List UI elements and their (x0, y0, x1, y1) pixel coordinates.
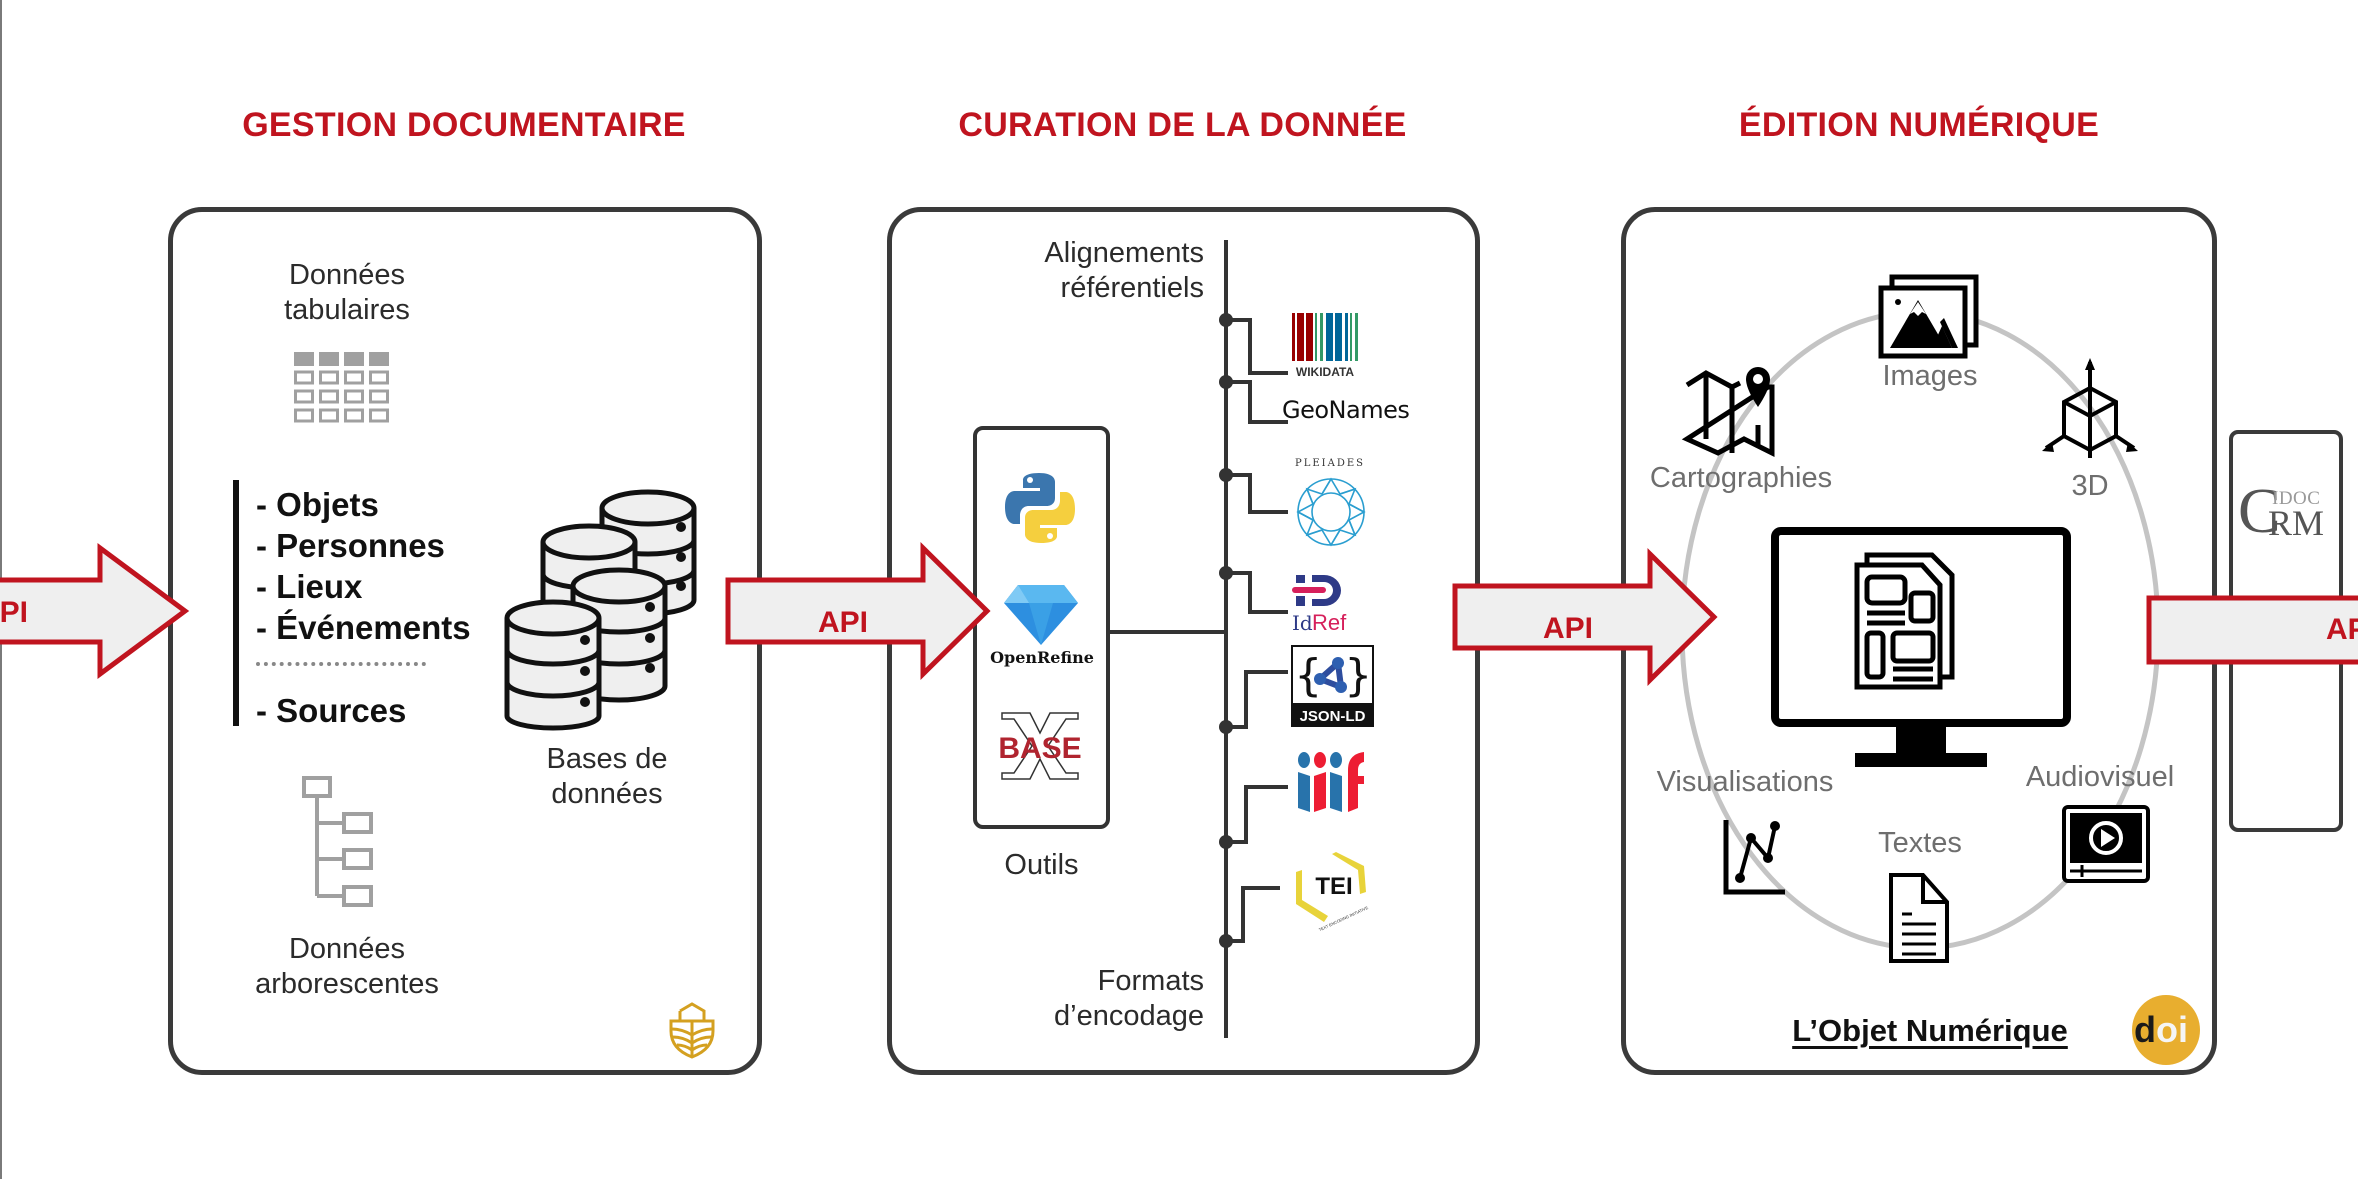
svg-text:}: } (1345, 650, 1372, 701)
textes-label: Textes (1878, 827, 1962, 859)
wikidata-barcode-logo[interactable]: WIKIDATA (1292, 313, 1370, 379)
alignments-label: Alignements référentiels (960, 236, 1204, 306)
text-document-icon (1889, 873, 1949, 963)
images-label: Images (1882, 360, 1978, 392)
tree-hierarchy-icon (302, 776, 373, 907)
iiif-logo[interactable] (1298, 750, 1368, 816)
tree-data-label: Données arborescentes (207, 932, 487, 1002)
database-stack-icon (504, 489, 697, 731)
cube-3d-icon (2042, 358, 2138, 458)
cidoc-crm-logo: C IDOC RM (2238, 475, 2338, 546)
databases-label: Bases de données (507, 742, 707, 812)
section-title-gestion: GESTION DOCUMENTAIRE (242, 106, 686, 144)
encoding-formats-label: Formats d’encodage (960, 964, 1204, 1034)
json-ld-text: JSON-LD (1300, 708, 1366, 725)
tree-label-line1: Données (288, 933, 406, 965)
api-arrow-4 (2146, 595, 2358, 665)
tabular-label-line1: Données (288, 259, 406, 291)
line-chart-icon (1723, 820, 1785, 895)
svg-text:oi: oi (2156, 1009, 2188, 1050)
digital-object-title: L’Objet Numérique (1792, 1013, 2068, 1048)
section-title-curation: CURATION DE LA DONNÉE (958, 106, 1407, 144)
tabular-label-line2: tabulaires (284, 294, 410, 326)
wikidata-text: WIKIDATA (1296, 365, 1355, 379)
api-label: API (0, 596, 29, 629)
dotted-separator (256, 662, 426, 668)
tei-logo[interactable]: TEI TEXT ENCODING INITIATIVE (1294, 852, 1376, 936)
entity-list: - Objets - Personnes - Lieux - Événement… (256, 484, 471, 731)
api-arrow-2 (725, 542, 991, 680)
alignments-label-line1: Alignements (1044, 237, 1204, 269)
monitor-document-icon (1771, 527, 2071, 767)
crm-logo-rm: RM (2268, 503, 2325, 543)
svg-text:TEI: TEI (1315, 873, 1352, 900)
svg-text:d: d (2134, 1009, 2156, 1050)
geonames-text: GeoNames (1282, 396, 1410, 424)
svg-text:Id: Id (1292, 611, 1313, 635)
entity-item: - Événements (256, 609, 471, 646)
entity-item: - Objets (256, 486, 379, 523)
visualisations-label: Visualisations (1656, 766, 1834, 798)
databases-label-line1: Bases de (546, 743, 668, 775)
audiovisuel-label: Audiovisuel (2025, 761, 2175, 793)
idref-logo[interactable]: Id Ref (1292, 574, 1352, 635)
entity-item: - Personnes (256, 527, 445, 564)
tools-label: Outils (1004, 849, 1079, 881)
entity-list-bar (233, 480, 239, 726)
openrefine-label: OpenRefine (990, 648, 1094, 667)
map-pin-icon (1681, 367, 1775, 458)
geonames-logo[interactable]: GeoNames (1282, 396, 1420, 424)
section-title-edition: ÉDITION NUMÉRIQUE (1738, 106, 2100, 144)
table-icon (294, 352, 389, 423)
databases-label-line2: données (551, 778, 663, 810)
json-ld-logo[interactable]: { } JSON-LD (1291, 645, 1374, 727)
cartographies-label: Cartographies (1649, 462, 1833, 494)
formats-label-line2: d’encodage (1054, 1000, 1204, 1032)
pleiades-circle-logo[interactable] (1296, 476, 1366, 548)
pleiades-text: PLEIADES (1294, 458, 1365, 469)
video-player-icon (2062, 805, 2150, 883)
connector-tree (1110, 240, 1288, 1038)
alignments-label-line2: référentiels (1060, 272, 1204, 304)
api-arrow-2-label: API (818, 606, 869, 639)
api-arrow-1 (0, 543, 190, 679)
images-icon (1878, 274, 1979, 359)
entity-item: - Lieux (256, 568, 363, 605)
entity-item-sources: - Sources (256, 692, 407, 729)
ark-boat-logo (669, 1002, 715, 1059)
tree-label-line2: arborescentes (255, 968, 439, 1000)
openrefine-diamond-logo[interactable] (1004, 585, 1078, 645)
svg-text:BASE: BASE (998, 732, 1081, 765)
formats-label-line1: Formats (1097, 965, 1204, 997)
3d-label: 3D (2071, 470, 2109, 502)
api-arrow-3 (1452, 548, 1718, 686)
tabular-data-label: Données tabulaires (247, 258, 447, 328)
svg-text:Ref: Ref (1312, 610, 1347, 635)
basex-logo[interactable]: BASE (998, 711, 1082, 781)
crm-logo-big-c: C (2238, 475, 2281, 546)
crm-logo-idoc: IDOC (2272, 488, 2321, 509)
python-logo[interactable] (1002, 470, 1078, 546)
doi-badge-logo[interactable]: d oi (2131, 994, 2201, 1066)
tools-box (973, 426, 1110, 829)
api-arrow-1-label: API (0, 596, 28, 630)
api-arrow-3-label: API (1543, 612, 1594, 645)
api-arrow-4-label: API (2326, 613, 2358, 646)
